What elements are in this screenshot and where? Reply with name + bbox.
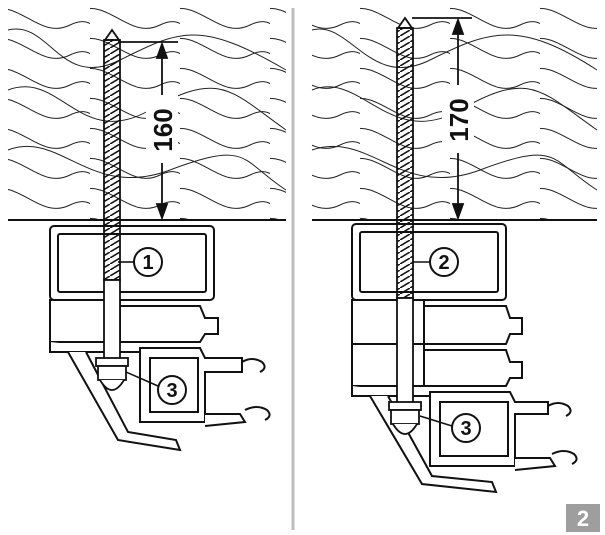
callout-number-1: 1 (142, 252, 153, 274)
screw-right (388, 16, 422, 435)
dimension-label-right: 170 (444, 98, 474, 141)
callout-number-3-left: 3 (166, 380, 177, 402)
frame-profile-right (351, 223, 578, 494)
screw-left (95, 28, 129, 391)
callout-number-2: 2 (438, 252, 449, 274)
callout-top-right: 2 (412, 247, 459, 277)
dimension-label-bg-left (146, 95, 178, 163)
right-panel: 170 2 3 (311, 5, 598, 494)
dimension-label-left: 160 (148, 108, 178, 151)
figure-number-badge: 2 (566, 504, 600, 532)
left-panel: 160 1 3 (7, 5, 287, 452)
figure-number: 2 (577, 506, 589, 531)
frame-profile-left (49, 225, 271, 452)
callout-bottom-right: 3 (419, 413, 481, 443)
callout-top-left: 1 (118, 247, 163, 277)
dimension-label-bg-right (442, 85, 474, 153)
callout-number-3-right: 3 (460, 418, 471, 440)
callout-bottom-left: 3 (125, 371, 187, 405)
